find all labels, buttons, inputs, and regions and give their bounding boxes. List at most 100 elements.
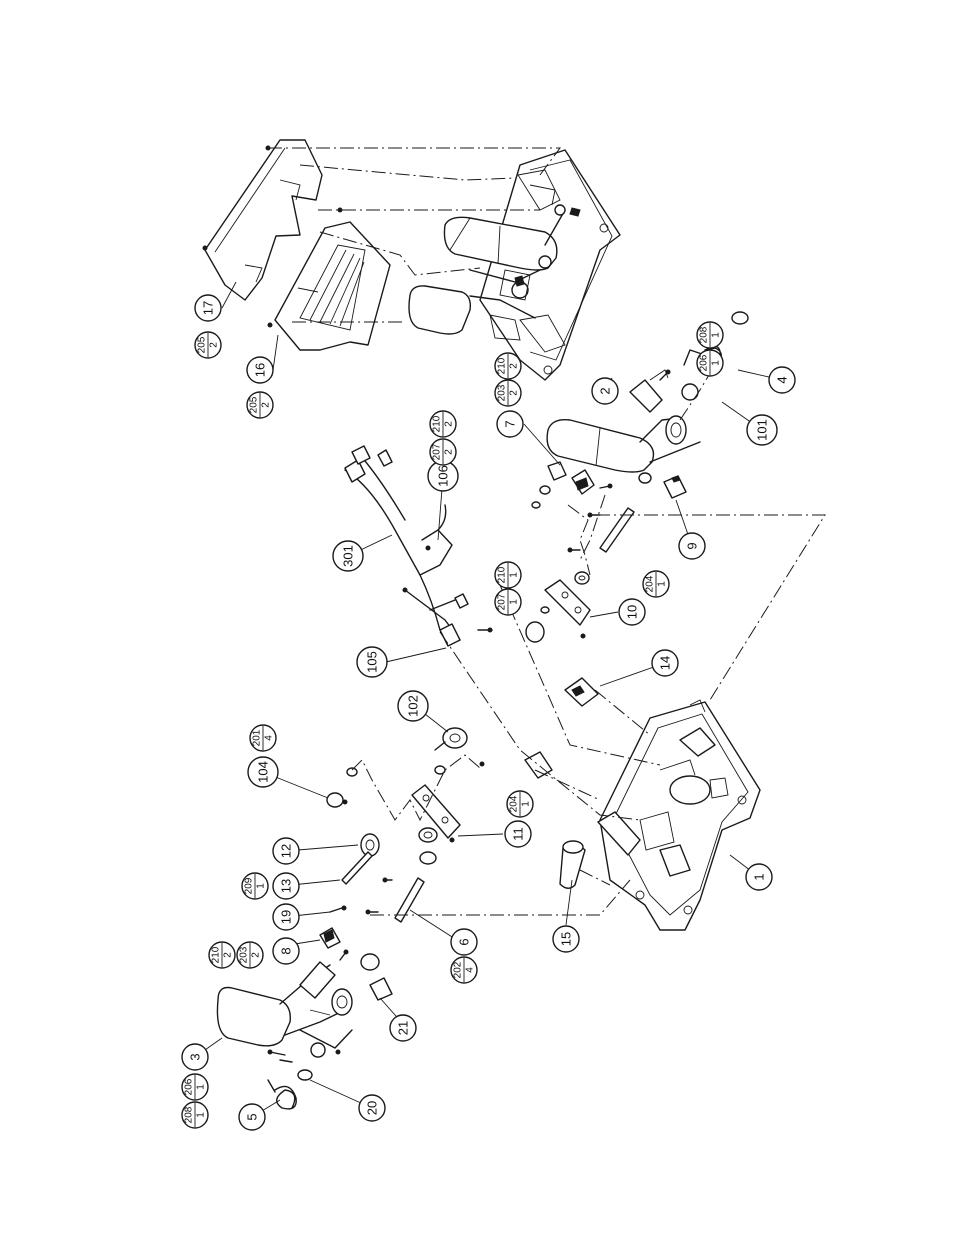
fastener-203-r-part: 203 (497, 384, 508, 401)
fastener-note-203-l: 203 2 (237, 942, 263, 968)
fastener-note-205-b: 205 2 (247, 392, 273, 418)
callout-1-label: 1 (752, 873, 767, 880)
fastener-204-a-part: 204 (645, 575, 656, 592)
bushing-101 (682, 384, 698, 400)
roller-12 (361, 834, 379, 856)
callout-7-label: 7 (503, 420, 518, 427)
fastener-205-a-part: 205 (197, 336, 208, 353)
fastener-note-204-b: 204 1 (507, 791, 533, 817)
fastener-205-b-qty: 2 (261, 402, 272, 408)
bracket-14 (565, 678, 598, 706)
fastener-203-l-qty: 2 (251, 952, 262, 958)
pin-13 (342, 852, 372, 884)
fastener-206-l-qty: 1 (196, 1084, 207, 1090)
callout-106-label: 106 (436, 465, 451, 487)
fastener-207-a-part: 207 (432, 443, 443, 460)
bracket-21 (370, 978, 392, 1000)
bracket-10 (526, 572, 590, 642)
washer-20 (298, 1070, 312, 1080)
pad-small (525, 752, 552, 778)
fastener-208-r-qty: 1 (711, 332, 722, 338)
callout-13: 13 (273, 873, 299, 899)
fastener-207-b-qty: 1 (509, 599, 520, 605)
callout-101-label: 101 (755, 419, 770, 441)
callout-20: 20 (359, 1095, 385, 1121)
connector-104 (327, 762, 484, 807)
bracket-11 (412, 785, 460, 842)
fastener-202-part: 202 (453, 961, 464, 978)
switch-7 (532, 462, 594, 508)
fastener-note-205-a: 205 2 (195, 332, 221, 358)
fastener-208-r-part: 208 (699, 326, 710, 343)
fastener-204-a-qty: 1 (657, 581, 668, 587)
callout-3-label: 3 (188, 1053, 203, 1060)
fastener-note-202: 202 4 (451, 957, 477, 983)
wire-harness (345, 446, 492, 646)
fastener-note-206-l: 206 1 (182, 1074, 208, 1100)
shaft-9 (600, 473, 651, 552)
sensor-102 (435, 728, 467, 750)
fastener-203-r-qty: 2 (509, 390, 520, 396)
pedal-2-exploded (547, 370, 700, 472)
callout-105: 105 (357, 647, 387, 677)
callout-101: 101 (747, 415, 777, 445)
fastener-208-l-qty: 1 (196, 1112, 207, 1118)
pin-19 (330, 906, 346, 912)
callout-17: 17 (195, 295, 221, 321)
fastener-201-part: 201 (252, 729, 263, 746)
callout-4: 4 (769, 367, 795, 393)
fastener-note-210-b: 210 1 (495, 562, 521, 588)
fastener-note-207-b: 207 1 (495, 589, 521, 615)
callout-21-label: 21 (396, 1021, 411, 1035)
fastener-note-210-a: 210 2 (430, 411, 456, 437)
washer-4 (732, 312, 748, 324)
callout-8: 8 (273, 938, 299, 964)
fastener-210-r-qty: 2 (509, 363, 520, 369)
fastener-204-b-qty: 1 (521, 801, 532, 807)
callout-3: 3 (182, 1044, 208, 1070)
fastener-208-l-part: 208 (184, 1106, 195, 1123)
bracket-9 (664, 476, 686, 498)
fastener-209-part: 209 (244, 877, 255, 894)
fastener-206-r-part: 206 (699, 354, 710, 371)
fastener-205-b-part: 205 (249, 396, 260, 413)
fastener-210-l-qty: 2 (223, 952, 234, 958)
fastener-210-l-part: 210 (211, 946, 222, 963)
callout-2: 2 (592, 378, 618, 404)
fastener-210-r-part: 210 (497, 357, 508, 374)
callout-15: 15 (553, 926, 579, 952)
callout-5-label: 5 (245, 1113, 260, 1120)
fastener-204-b-part: 204 (509, 795, 520, 812)
fastener-note-210-l: 210 2 (209, 942, 235, 968)
fastener-209-qty: 1 (256, 883, 267, 889)
callout-17-label: 17 (201, 301, 216, 315)
fastener-206-r-qty: 1 (711, 360, 722, 366)
callout-7: 7 (497, 411, 523, 437)
callout-16-label: 16 (253, 363, 268, 377)
leader-lines (195, 282, 782, 1117)
fastener-210-b-part: 210 (497, 566, 508, 583)
fastener-206-l-part: 206 (184, 1078, 195, 1095)
callout-1: 1 (746, 864, 772, 890)
callout-104-label: 104 (256, 761, 271, 783)
fastener-note-209: 209 1 (242, 873, 268, 899)
callout-102: 102 (398, 691, 428, 721)
fastener-note-203-r: 203 2 (495, 380, 521, 406)
callout-5: 5 (239, 1104, 265, 1130)
stopper-15 (560, 841, 585, 888)
callout-8-label: 8 (279, 947, 294, 954)
fastener-note-208-r: 208 1 (697, 322, 723, 348)
callout-12-label: 12 (279, 844, 294, 858)
callout-102-label: 102 (406, 695, 421, 717)
callout-16: 16 (247, 357, 273, 383)
callout-9: 9 (679, 533, 705, 559)
pedal-3-exploded (217, 962, 352, 1048)
fastener-note-210-r: 210 2 (495, 353, 521, 379)
switch-8 (320, 928, 340, 948)
callout-14-label: 14 (658, 656, 673, 670)
fastener-210-b-qty: 1 (509, 572, 520, 578)
callout-2-label: 2 (598, 387, 613, 394)
callout-12: 12 (273, 838, 299, 864)
callout-10-label: 10 (625, 605, 640, 619)
